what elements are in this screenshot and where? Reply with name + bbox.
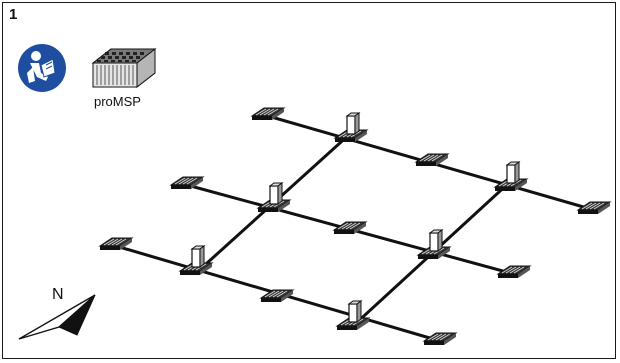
step-number: 1 — [9, 6, 18, 23]
north-label: N — [52, 286, 64, 303]
product-label: proMSP — [94, 94, 141, 109]
mounting-grid-diagram — [99, 107, 611, 346]
promsp-module-icon — [91, 47, 157, 89]
north-arrow-icon — [18, 294, 96, 340]
read-manual-icon — [18, 44, 66, 92]
instruction-panel: 1 pro — [2, 2, 616, 359]
